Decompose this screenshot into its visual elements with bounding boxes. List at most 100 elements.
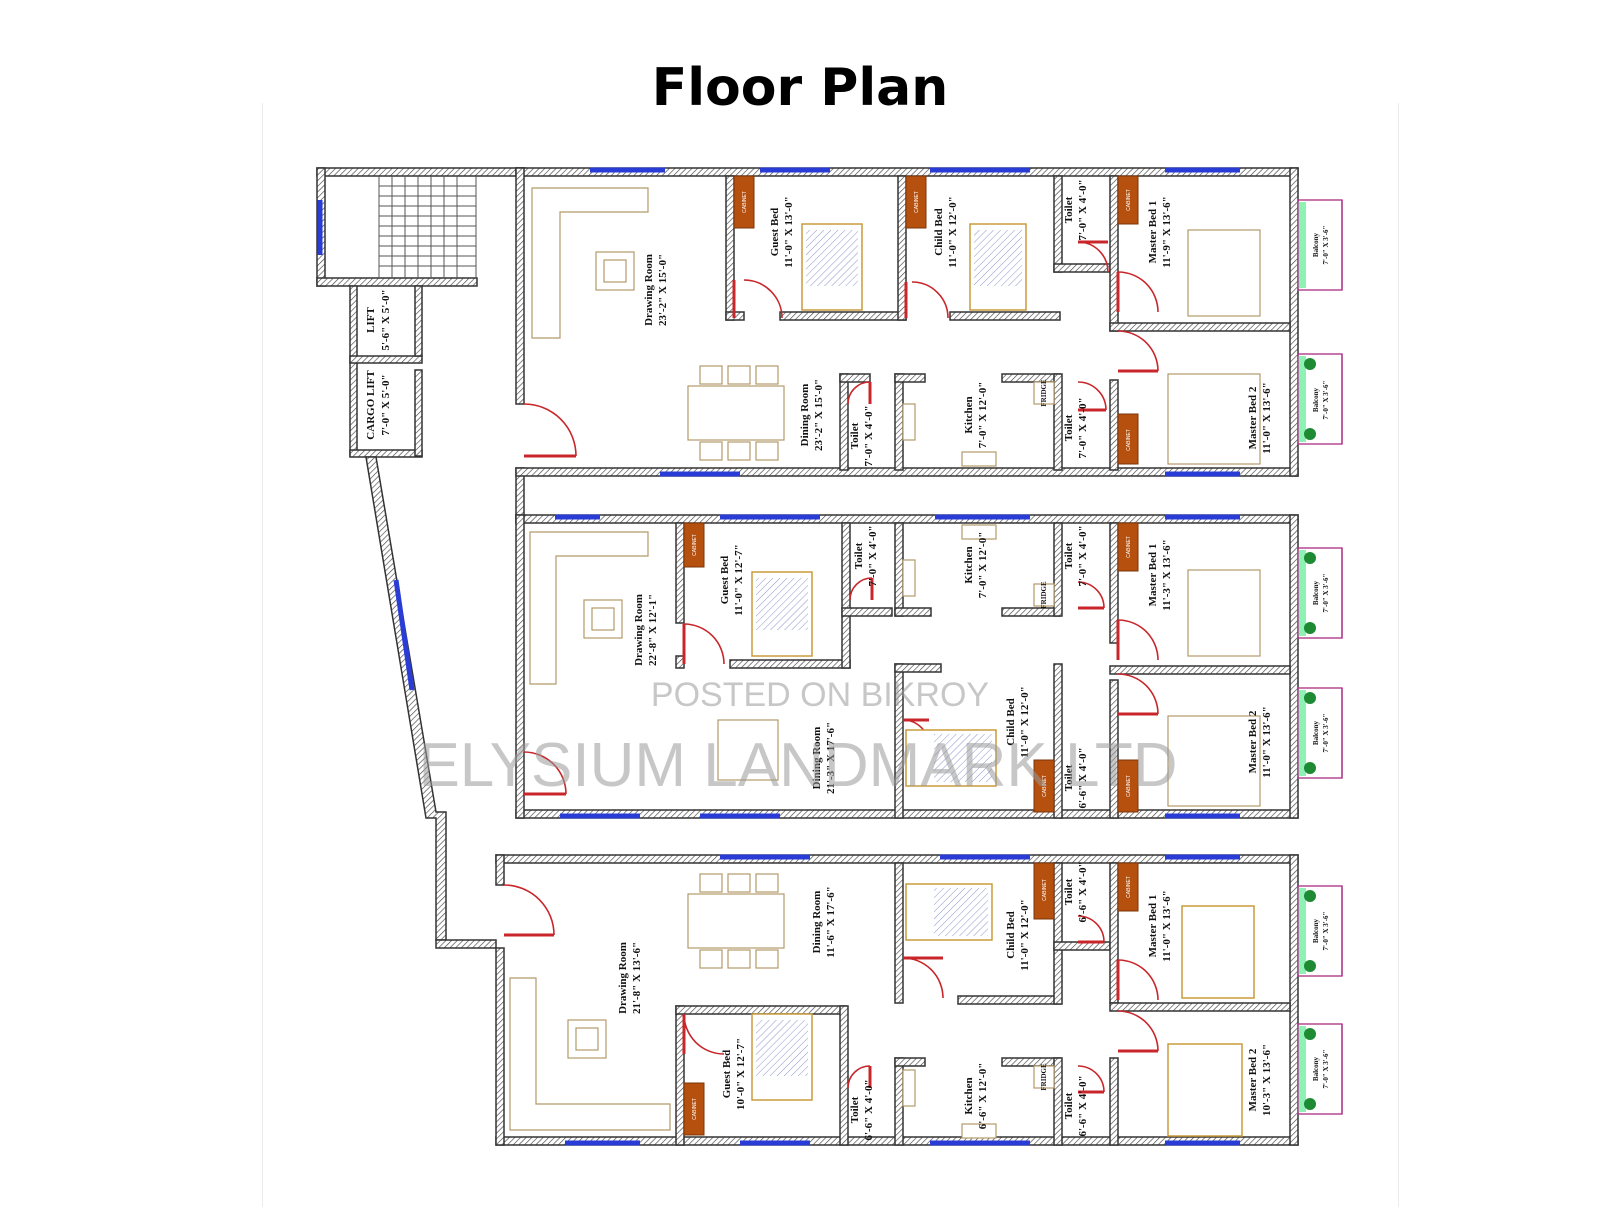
drawing-room-label: Drawing Room: [617, 942, 629, 1014]
svg-text:CABINET: CABINET: [1126, 189, 1132, 211]
guest-bed-size: 11'-0" X 12'-7": [733, 544, 745, 616]
kitchen-size: 6'-6" X 12'-0": [977, 1063, 989, 1130]
dining-room-size: 11'-6" X 17'-6": [825, 886, 837, 958]
toilet-size: 7'-0" X 4'-0": [863, 405, 875, 466]
svg-text:CABINET: CABINET: [742, 191, 748, 213]
toilet-label: Toilet: [849, 422, 861, 449]
child-bed-label: Child Bed: [1005, 698, 1017, 745]
child-bed-label: Child Bed: [1005, 911, 1017, 958]
svg-text:CABINET: CABINET: [1126, 536, 1132, 558]
svg-text:CABINET: CABINET: [914, 191, 920, 213]
kitchen-size: 7'-0" X 12'-0": [977, 382, 989, 449]
toilet-size: 7'-0" X 4'-0": [1077, 179, 1089, 240]
cargo-lift-label: CARGO LIFT: [365, 370, 377, 440]
kitchen-size: 7'-0" X 12'-0": [977, 532, 989, 599]
drawing-room-size: 21'-8" X 13'-6": [631, 942, 643, 1014]
drawing-room-label: Drawing Room: [633, 594, 645, 666]
dining-room-label: Dining Room: [799, 384, 811, 447]
guest-bed-size: 10'-0" X 12'-7": [735, 1038, 747, 1110]
fridge-label: FRIDGE: [1040, 1063, 1048, 1091]
toilet-label: Toilet: [1063, 196, 1075, 223]
master-bed-2-size: 11'-0" X 13'-6": [1261, 382, 1273, 454]
svg-text:CABINET: CABINET: [1126, 876, 1132, 898]
dining-room-label: Dining Room: [811, 891, 823, 954]
dining-room-size: 21'-3" X 17'-6": [825, 722, 837, 794]
balcony-label: Balcony: [1312, 232, 1320, 257]
toilet-label: Toilet: [1063, 1092, 1075, 1119]
balcony-label: Balcony: [1312, 580, 1320, 605]
toilet-size: 6'-6" X 4'-0": [1077, 747, 1089, 808]
svg-text:CABINET: CABINET: [692, 534, 698, 556]
master-bed-2-label: Master Bed 2: [1247, 1048, 1259, 1111]
master-bed-1-size: 11'-3" X 13'-6": [1161, 539, 1173, 611]
master-bed-1-size: 11'-9" X 13'-6": [1161, 196, 1173, 268]
toilet-label: Toilet: [1063, 878, 1075, 905]
child-bed-size: 11'-0" X 12'-0": [1019, 899, 1031, 971]
unit-3: CABINET CABINET CABINET Drawing Room 21'…: [495, 854, 1343, 1146]
guest-bed-label: Guest Bed: [719, 556, 731, 605]
toilet-size: 7'-0" X 4'-0": [1077, 397, 1089, 458]
toilet-label: Toilet: [1063, 764, 1075, 791]
guest-bed-label: Guest Bed: [769, 208, 781, 257]
toilet-size: 6'-6" X 4'-0": [1077, 1075, 1089, 1136]
balcony-size: 7'-0" X 3'-6": [1322, 911, 1330, 950]
toilet-size: 7'-0" X 4'-0": [1077, 525, 1089, 586]
unit-1: CABINET CABINET CABINET CABINET Drawing …: [515, 167, 1343, 477]
kitchen-label: Kitchen: [963, 546, 975, 583]
svg-text:CABINET: CABINET: [692, 1098, 698, 1120]
svg-text:CABINET: CABINET: [1042, 879, 1048, 901]
staircase: [316, 167, 526, 287]
master-bed-2-size: 10'-3" X 13'-6": [1261, 1044, 1273, 1116]
master-bed-1-label: Master Bed 1: [1147, 895, 1159, 958]
svg-text:CABINET: CABINET: [1126, 775, 1132, 797]
drawing-room-size: 22'-8" X 12'-1": [647, 594, 659, 666]
svg-text:CABINET: CABINET: [1126, 429, 1132, 451]
child-bed-size: 11'-0" X 12'-0": [1019, 686, 1031, 758]
balcony-size: 7'-0" X 3'-6": [1322, 713, 1330, 752]
kitchen-label: Kitchen: [963, 1077, 975, 1114]
balcony-label: Balcony: [1312, 387, 1320, 412]
balcony-size: 7'-0" X 3'-6": [1322, 1049, 1330, 1088]
toilet-label: Toilet: [1063, 542, 1075, 569]
master-bed-1-size: 11'-0" X 13'-6": [1161, 890, 1173, 962]
child-bed-size: 11'-0" X 12'-0": [947, 196, 959, 268]
guest-bed-size: 11'-0" X 13'-0": [783, 196, 795, 268]
master-bed-1-label: Master Bed 1: [1147, 201, 1159, 264]
master-bed-1-label: Master Bed 1: [1147, 544, 1159, 607]
toilet-size: 7'-0" X 4'-0": [867, 525, 879, 586]
guest-bed-label: Guest Bed: [721, 1050, 733, 1099]
toilet-label: Toilet: [849, 1096, 861, 1123]
child-bed-label: Child Bed: [933, 208, 945, 255]
lift-shaft: LIFT 5'-6" X 5'-0" CARGO LIFT 7'-0" X 5'…: [349, 285, 423, 458]
toilet-size: 6'-6" X 4'-0": [863, 1079, 875, 1140]
balcony-label: Balcony: [1312, 918, 1320, 943]
unit-2: CABINET CABINET CABINET CABINET Drawing …: [515, 514, 1343, 819]
lift-label: LIFT: [365, 307, 377, 333]
toilet-size: 6'-6" X 4'-0": [1077, 861, 1089, 922]
lift-size: 5'-6" X 5'-0": [380, 289, 392, 350]
plan-frame: [262, 103, 1399, 1207]
balcony-label: Balcony: [1312, 1056, 1320, 1081]
master-bed-2-label: Master Bed 2: [1247, 710, 1259, 773]
balcony-label: Balcony: [1312, 720, 1320, 745]
kitchen-label: Kitchen: [963, 396, 975, 433]
balcony-size: 7'-0" X 3'-6": [1322, 225, 1330, 264]
drawing-room-size: 23'-2" X 15'-0": [657, 254, 669, 326]
fridge-label: FRIDGE: [1040, 581, 1048, 609]
watermark-posted: POSTED ON BIKROY: [651, 676, 989, 714]
svg-text:CABINET: CABINET: [1042, 775, 1048, 797]
cargo-lift-size: 7'-0" X 5'-0": [380, 374, 392, 435]
toilet-label: Toilet: [1063, 414, 1075, 441]
toilet-label: Toilet: [853, 542, 865, 569]
drawing-room-label: Drawing Room: [643, 254, 655, 326]
fridge-label: FRIDGE: [1040, 379, 1048, 407]
master-bed-2-label: Master Bed 2: [1247, 386, 1259, 449]
page-title: Floor Plan: [651, 58, 949, 118]
dining-room-size: 23'-2" X 15'-0": [813, 379, 825, 451]
balcony-size: 7'-0" X 3'-6": [1322, 573, 1330, 612]
watermark-company: ELYSIUM LANDMARK LTD: [418, 731, 1177, 800]
balcony-size: 7'-0" X 3'-6": [1322, 380, 1330, 419]
dining-room-label: Dining Room: [811, 727, 823, 790]
master-bed-2-size: 11'-0" X 13'-6": [1261, 706, 1273, 778]
